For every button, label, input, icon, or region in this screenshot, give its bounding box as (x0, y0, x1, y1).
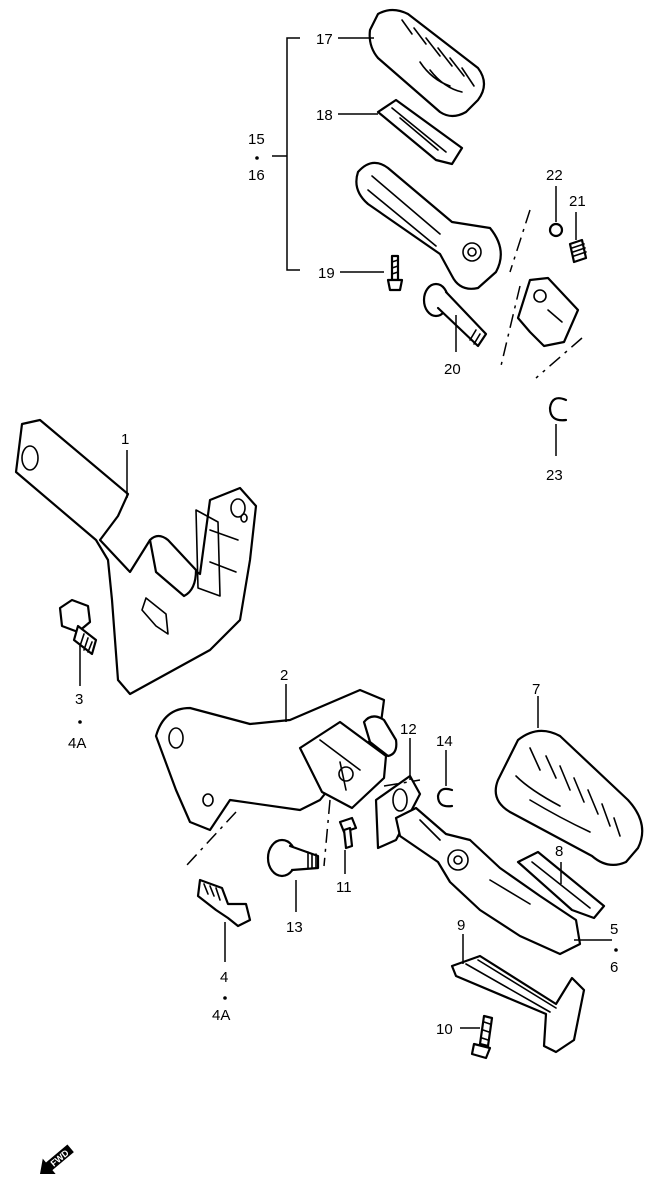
part-17-footpeg-rubber (368, 8, 486, 118)
part-20-pin (422, 282, 488, 348)
part-22-ball (548, 222, 564, 238)
label-12: 12 (400, 721, 417, 738)
label-9: 9 (457, 917, 465, 934)
label-10: 10 (436, 1021, 453, 1038)
part-7-footpeg-rubber (494, 729, 644, 867)
part-1-footrest-bracket (14, 418, 258, 696)
label-22: 22 (546, 167, 563, 184)
label-20: 20 (444, 361, 461, 378)
part-8-plate (516, 850, 606, 920)
label-3: 3 (75, 691, 83, 708)
label-13: 13 (286, 919, 303, 936)
label-14: 14 (436, 733, 453, 750)
label-5: 5 (610, 921, 618, 938)
part-4-bolt (196, 878, 252, 928)
part-5-6-footrest-arm (394, 806, 582, 956)
label-17: 17 (316, 31, 333, 48)
label-11: 11 (336, 879, 352, 896)
label-1: 1 (121, 431, 129, 448)
part-9-footpeg-plate (450, 954, 586, 1054)
part-3-bolt (58, 598, 98, 656)
label-16: 16 (248, 167, 265, 184)
label-21: 21 (569, 193, 586, 210)
label-6: 6 (610, 959, 618, 976)
label-23: 23 (546, 467, 563, 484)
part-15-16-footrest-arm (355, 161, 502, 290)
part-2-lower-bracket (154, 688, 398, 832)
label-8: 8 (555, 843, 563, 860)
part-14-e-clip (436, 787, 454, 808)
label-2: 2 (280, 667, 288, 684)
label-4: 4 (220, 969, 228, 986)
label-4A-a: 4A (68, 735, 86, 752)
part-21-spring (568, 238, 588, 264)
label-19: 19 (318, 265, 335, 282)
label-4A-b: 4A (212, 1007, 230, 1024)
label-15: 15 (248, 131, 265, 148)
part-upper-clamp-bracket (516, 276, 580, 348)
part-18-plate (376, 98, 464, 166)
part-13-clevis-pin (266, 838, 320, 878)
part-19-screw (386, 254, 404, 292)
part-11-small-pin (338, 816, 358, 850)
label-7: 7 (532, 681, 540, 698)
bracket-15-16 (286, 37, 300, 271)
label-18: 18 (316, 107, 333, 124)
fwd-arrow-icon: FWD (40, 1144, 74, 1174)
part-23-e-clip (548, 397, 568, 422)
part-10-screw (470, 1014, 494, 1060)
